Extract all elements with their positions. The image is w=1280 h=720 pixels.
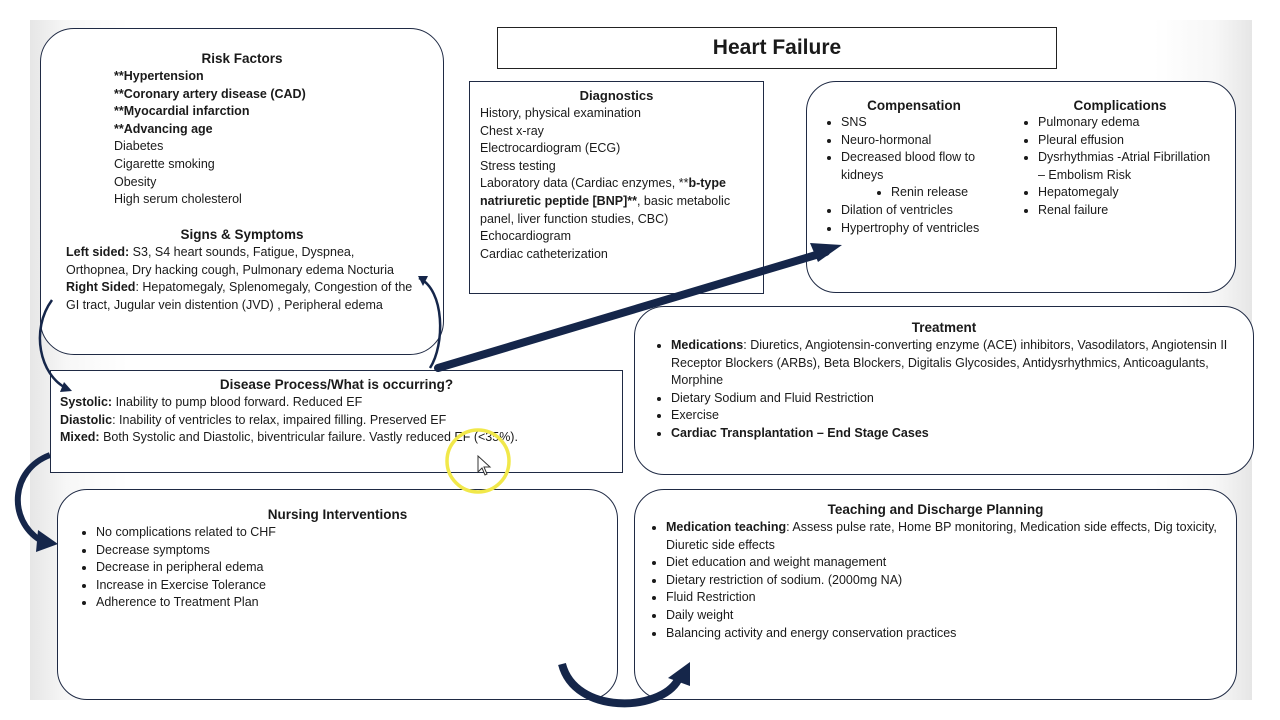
risk-item: **Advancing age [114, 121, 213, 136]
treatment-item: Cardiac Transplantation – End Stage Case… [671, 425, 1251, 443]
diagnostics-box: Diagnostics History, physical examinatio… [469, 81, 764, 294]
treatment-box: Treatment Medications: Diuretics, Angiot… [634, 306, 1254, 475]
risk-item: High serum cholesterol [114, 192, 242, 207]
compensation-item: Neuro-hormonal [841, 132, 1005, 150]
risk-item: Diabetes [114, 139, 164, 154]
nursing-item: No complications related to CHF [96, 524, 276, 542]
compensation-item: Decreased blood flow to kidneys [841, 149, 1005, 184]
complication-item: Dysrhythmias -Atrial Fibrillation – Embo… [1038, 149, 1220, 184]
nursing-item: Increase in Exercise Tolerance [96, 577, 276, 595]
teaching-item: Diet education and weight management [666, 554, 1236, 572]
complication-item: Hepatomegaly [1038, 184, 1220, 202]
risk-item: **Coronary artery disease (CAD) [114, 86, 306, 101]
page-title: Heart Failure [712, 36, 842, 59]
complications-heading: Complications [1073, 98, 1167, 113]
teaching-medication: Medication teaching: Assess pulse rate, … [666, 519, 1236, 554]
complication-item: Pleural effusion [1038, 132, 1220, 150]
risk-item: Cigarette smoking [114, 156, 215, 171]
nursing-box: Nursing Interventions No complications r… [57, 489, 618, 700]
diagnostic-item: Cardiac catheterization [480, 246, 608, 261]
compensation-complications-box: Compensation SNS Neuro-hormonal Decrease… [806, 81, 1236, 293]
disease-process-heading: Disease Process/What is occurring? [219, 377, 454, 392]
diagnostic-item: Chest x-ray [480, 123, 544, 138]
diagnostic-item: Electrocardiogram (ECG) [480, 141, 621, 156]
nursing-item: Adherence to Treatment Plan [96, 594, 276, 612]
diagnostics-heading: Diagnostics [579, 88, 654, 103]
compensation-item: SNS [841, 114, 1005, 132]
compensation-item: Dilation of ventricles [841, 202, 1005, 220]
risk-signs-box: Risk Factors **Hypertension **Coronary a… [40, 28, 444, 355]
risk-factors-heading: Risk Factors [201, 51, 283, 66]
nursing-heading: Nursing Interventions [267, 507, 408, 522]
disease-process-box: Disease Process/What is occurring? Systo… [50, 370, 623, 473]
risk-item: Obesity [114, 174, 157, 189]
disease-row-diastolic: Diastolic: Inability of ventricles to re… [60, 412, 447, 427]
treatment-heading: Treatment [911, 320, 977, 335]
treatment-medications: Medications: Diuretics, Angiotensin-conv… [671, 337, 1251, 390]
disease-row-systolic: Systolic: Inability to pump blood forwar… [60, 395, 363, 409]
complication-item: Renal failure [1038, 202, 1220, 220]
compensation-heading: Compensation [867, 98, 961, 113]
diagnostic-lab-item: Laboratory data (Cardiac enzymes, **b-ty… [480, 176, 731, 226]
nursing-item: Decrease symptoms [96, 542, 276, 560]
diagnostic-item: Echocardiogram [480, 229, 572, 244]
treatment-item: Dietary Sodium and Fluid Restriction [671, 390, 1251, 408]
title-box: Heart Failure [497, 27, 1057, 69]
risk-item: **Myocardial infarction [114, 104, 250, 119]
diagnostic-item: Stress testing [480, 158, 556, 173]
teaching-item: Dietary restriction of sodium. (2000mg N… [666, 572, 1236, 590]
compensation-item: Hypertrophy of ventricles [841, 220, 1005, 238]
teaching-item: Balancing activity and energy conservati… [666, 625, 1236, 643]
compensation-subitem: Renin release [891, 184, 1005, 202]
right-sided-signs: Right Sided: Hepatomegaly, Splenomegaly,… [66, 280, 413, 312]
teaching-box: Teaching and Discharge Planning Medicati… [634, 489, 1237, 700]
disease-row-mixed: Mixed: Both Systolic and Diastolic, bive… [60, 430, 518, 445]
left-sided-signs: Left sided: S3, S4 heart sounds, Fatigue… [66, 245, 394, 277]
complication-item: Pulmonary edema [1038, 114, 1220, 132]
diagnostic-item: History, physical examination [480, 106, 641, 120]
teaching-heading: Teaching and Discharge Planning [827, 502, 1044, 517]
teaching-item: Fluid Restriction [666, 589, 1236, 607]
risk-item: **Hypertension [114, 69, 204, 83]
teaching-item: Daily weight [666, 607, 1236, 625]
signs-heading: Signs & Symptoms [180, 227, 304, 242]
nursing-item: Decrease in peripheral edema [96, 559, 276, 577]
treatment-item: Exercise [671, 407, 1251, 425]
